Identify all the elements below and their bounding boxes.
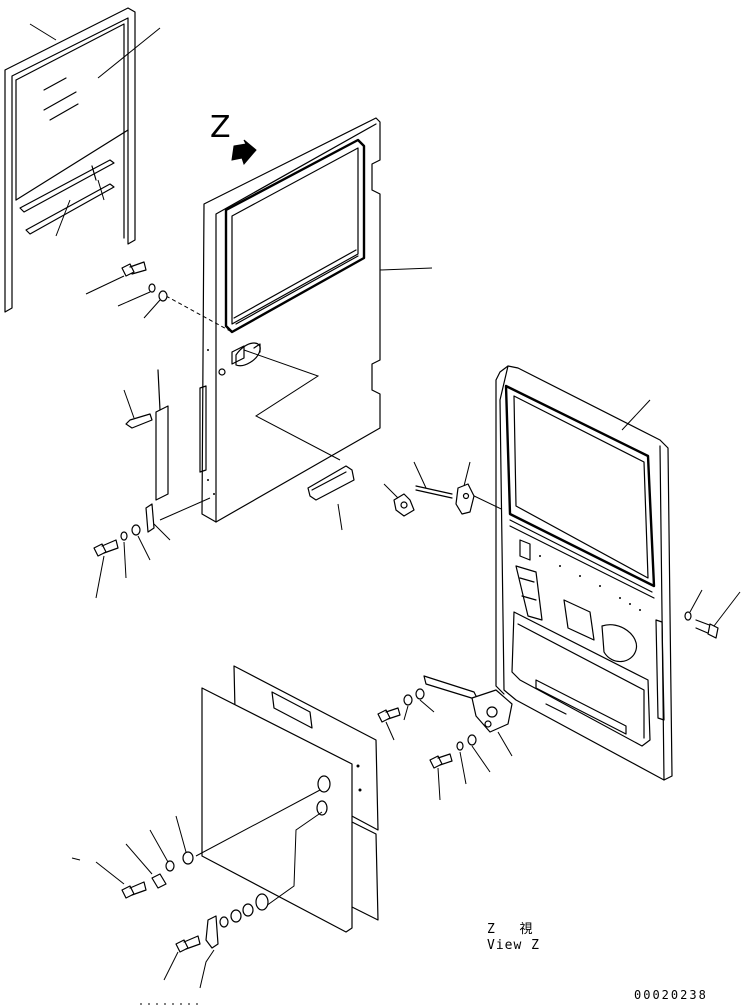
drawing-id: 00020238 [634, 988, 708, 1002]
view-caption-english: View Z [487, 938, 540, 953]
door-trim-panels [195, 665, 379, 933]
leader-inner-door [621, 399, 651, 431]
lock-bolts-and-washers [377, 688, 491, 801]
small-bracket [145, 503, 171, 541]
lock-assembly-lower [423, 675, 513, 757]
bolt-right [684, 589, 741, 639]
leader-lines-upper-bolt [85, 275, 161, 319]
view-arrow [231, 139, 257, 165]
trim-fasteners-lower [163, 893, 269, 989]
inner-door-view-z [495, 365, 673, 781]
view-marker-label: Z [210, 110, 231, 145]
latch-mechanism-upper [383, 461, 475, 517]
trim-fasteners-upper [71, 815, 194, 899]
view-caption-japanese: Z 視 [487, 922, 536, 937]
door-panel [199, 117, 381, 523]
door-handle [307, 465, 355, 531]
hinge-strip [123, 369, 169, 501]
bolt-and-washers-upper [121, 261, 168, 302]
leader-door [379, 267, 433, 271]
door-glass-assembly [4, 7, 136, 313]
leader-lines-glass [29, 23, 161, 237]
bolt-and-washers-lower [93, 524, 151, 599]
